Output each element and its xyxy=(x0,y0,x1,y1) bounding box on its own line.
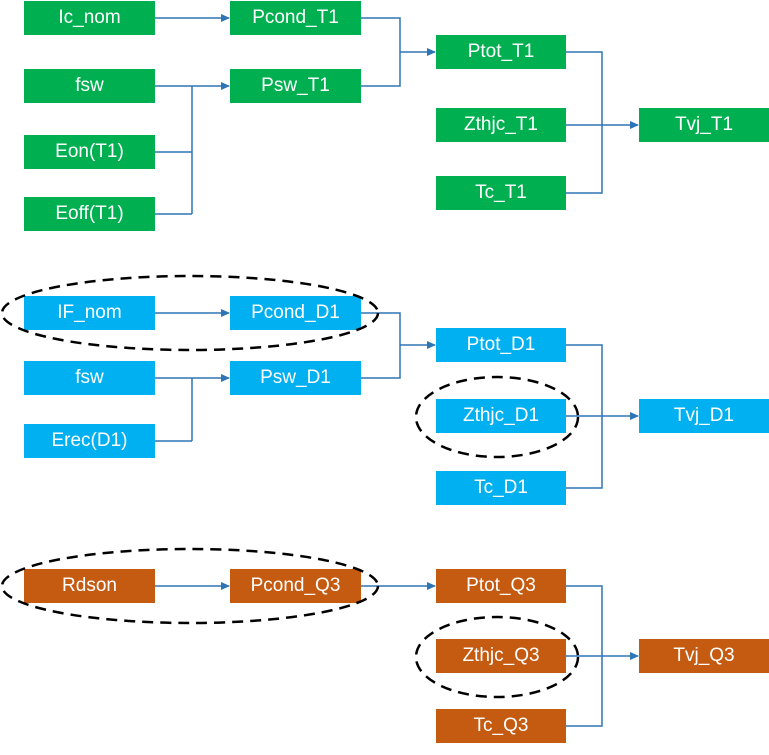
connector-psw-d1 xyxy=(361,345,401,379)
node-pcond-q3: Pcond_Q3 xyxy=(230,569,361,603)
node-tc-q3: Tc_Q3 xyxy=(436,709,566,743)
connector-ptot-t1 xyxy=(566,51,603,194)
node-eoff-t1: Eoff(T1) xyxy=(24,197,155,231)
node-tvj-t1: Tvj_T1 xyxy=(639,108,769,142)
node-fsw-d1: fsw xyxy=(24,361,155,395)
node-psw-d1: Psw_D1 xyxy=(230,361,361,395)
connector-psw-t1 xyxy=(361,52,401,87)
node-eon-t1: Eon(T1) xyxy=(24,135,155,169)
node-pcond-d1: Pcond_D1 xyxy=(230,296,361,330)
node-zthjc-d1: Zthjc_D1 xyxy=(436,399,566,433)
node-tvj-d1: Tvj_D1 xyxy=(639,399,769,433)
node-ic-nom-t1: Ic_nom xyxy=(24,1,155,35)
connector-pcond-t1 xyxy=(361,17,401,52)
connector-pcond-d1 xyxy=(361,312,401,345)
node-erec-d1: Erec(D1) xyxy=(24,424,155,458)
node-if-nom-d1: IF_nom xyxy=(24,296,155,330)
node-rdson-q3: Rdson xyxy=(24,569,155,603)
node-psw-t1: Psw_T1 xyxy=(230,69,361,103)
node-ptot-t1: Ptot_T1 xyxy=(436,35,566,69)
node-zthjc-t1: Zthjc_T1 xyxy=(436,108,566,142)
node-tc-d1: Tc_D1 xyxy=(436,471,566,505)
node-fsw-t1: fsw xyxy=(24,69,155,103)
node-pcond-t1: Pcond_T1 xyxy=(230,1,361,35)
node-ptot-d1: Ptot_D1 xyxy=(436,328,566,362)
node-ptot-q3: Ptot_Q3 xyxy=(436,569,566,603)
node-zthjc-q3: Zthjc_Q3 xyxy=(436,639,566,673)
node-tvj-q3: Tvj_Q3 xyxy=(639,639,769,673)
node-tc-t1: Tc_T1 xyxy=(436,176,566,210)
